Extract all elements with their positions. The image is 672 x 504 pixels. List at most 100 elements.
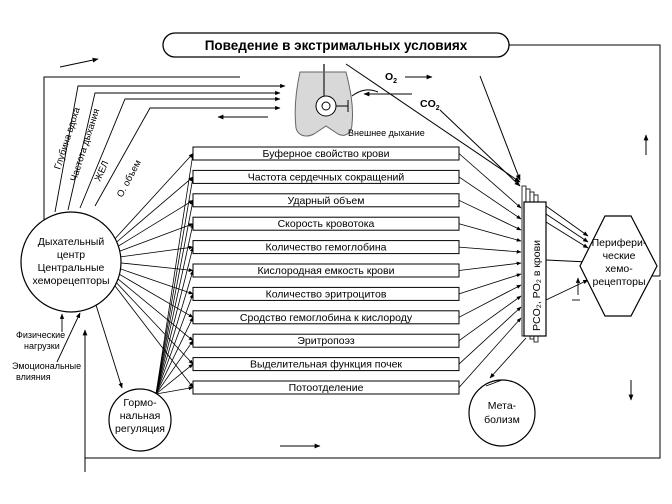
center-to-factor-line <box>111 269 194 318</box>
hormonal-to-factor-line <box>155 199 195 395</box>
center-line-3: Центральные <box>38 262 105 274</box>
factor-item: Потоотделение <box>192 380 460 395</box>
factor-item: Скорость кровотока <box>192 216 460 231</box>
factor-label: Сродство гемоглобина к кислороду <box>240 312 413 324</box>
factor-item: Частота сердечных сокращений <box>192 169 460 184</box>
hormonal-regulation: Гормо- нальная регуляция <box>108 388 172 452</box>
emotional-line-1: Эмоциональные <box>12 361 81 371</box>
factor-to-bar-line <box>458 295 522 342</box>
top-left-arrow <box>59 57 99 68</box>
center-line-1: Дыхательный <box>38 236 105 248</box>
blood-gas-label: PCO₂, PO₂ в крови <box>531 240 543 331</box>
metabolism-line-2: болизм <box>484 414 520 426</box>
emotional-line-2: влияния <box>16 372 51 382</box>
factor-to-bar-line <box>458 176 522 220</box>
title-banner: Поведение в экстримальных условиях <box>162 32 510 58</box>
hormonal-to-factor-line <box>155 153 195 395</box>
metabolism: Мета- болизм <box>468 379 536 447</box>
external-breathing-label: Внешнее дыхание <box>348 128 425 138</box>
factor-label: Скорость кровотока <box>278 218 375 230</box>
factor-item: Кислородная емкость крови <box>192 263 460 278</box>
factor-to-bar-line <box>458 306 522 365</box>
factor-item: Сродство гемоглобина к кислороду <box>192 310 460 325</box>
emotional-arrow <box>56 312 81 363</box>
hormonal-line-2: нальная <box>120 410 161 422</box>
center-to-factor-line <box>111 176 194 247</box>
hormonal-to-factor-line <box>155 316 194 395</box>
center-to-factor-line <box>111 273 194 342</box>
factor-box <box>192 146 460 161</box>
center-to-factor-line <box>111 153 194 243</box>
hormonal-line-3: регуляция <box>115 423 165 435</box>
bar-to-peripheral-lines <box>545 205 589 301</box>
factor-to-bar-line <box>458 273 522 295</box>
physical-load-line-1: Физические <box>16 330 65 340</box>
co2-label: CO2 <box>420 98 440 112</box>
factor-to-bar-line <box>458 284 522 318</box>
param-vital-capacity: ЖЕЛ <box>93 159 112 183</box>
factor-item: Ударный объем <box>192 193 460 208</box>
factor-to-bar-line <box>458 199 522 231</box>
breathing-param-lines <box>54 83 286 213</box>
center-to-factor-line <box>111 281 194 388</box>
center-to-factor-line <box>111 223 194 255</box>
factor-box <box>192 240 460 255</box>
o2-label: O2 <box>385 71 397 85</box>
factor-to-blood-lines <box>458 153 522 388</box>
factor-to-bar-line <box>458 317 522 388</box>
title-text: Поведение в экстримальных условиях <box>205 38 468 53</box>
factor-box <box>192 169 460 184</box>
hormonal-to-factor-line <box>155 270 194 395</box>
hormonal-line-1: Гормо- <box>123 397 157 409</box>
metabolism-line-1: Мета- <box>488 400 517 412</box>
factor-box <box>192 357 460 372</box>
fan-lines <box>111 153 195 395</box>
factor-box <box>192 193 460 208</box>
hormonal-to-factor-line <box>155 386 194 395</box>
peripheral-line-2: ческие <box>603 250 636 262</box>
center-to-factor-line <box>111 261 194 272</box>
factor-box <box>192 333 460 348</box>
factor-label: Количество гемоглобина <box>265 242 386 254</box>
physical-load-line-2: нагрузки <box>24 341 60 351</box>
factor-label: Частота сердечных сокращений <box>248 171 405 183</box>
hormonal-to-factor-line <box>155 363 194 395</box>
factor-to-bar-line <box>458 246 522 254</box>
factor-box <box>192 380 460 395</box>
peripheral-line-1: Перифери- <box>592 237 647 249</box>
metabolism-link <box>485 379 503 387</box>
blood-gas-bar: PCO₂, PO₂ в крови <box>521 185 547 343</box>
factor-box <box>192 286 460 301</box>
factor-label: Потоотделение <box>289 382 364 394</box>
factor-item: Количество гемоглобина <box>192 240 460 255</box>
factor-label: Выделительная функция почек <box>250 359 402 371</box>
factor-item: Количество эритроцитов <box>192 286 460 301</box>
factor-box <box>192 263 460 278</box>
hormonal-to-factor-line <box>155 246 194 395</box>
peripheral-line-3: хемо- <box>605 263 633 275</box>
lung-icon <box>294 64 379 137</box>
factor-to-bar-line <box>458 223 522 242</box>
factor-label: Ударный объем <box>288 195 365 207</box>
center-to-factor-line <box>111 265 194 295</box>
factor-item: Буферное свойство крови <box>192 146 460 161</box>
param-tidal-volume: О. объем <box>115 158 144 199</box>
bar-to-metabolism-arrow <box>489 337 527 379</box>
factor-box <box>192 216 460 231</box>
factor-label: Количество эритроцитов <box>266 288 387 300</box>
factor-to-bar-line <box>458 153 522 209</box>
center-to-factor-line <box>111 277 194 365</box>
respiratory-center: Дыхательный центр Центральные хеморецепт… <box>20 211 122 313</box>
center-to-factor-line <box>111 245 194 259</box>
factor-box <box>192 310 460 325</box>
factor-item: Эритропоэз <box>192 333 460 348</box>
center-line-4: хеморецепторы <box>32 275 109 287</box>
factor-to-bar-line <box>458 261 522 271</box>
center-to-factor-line <box>111 199 194 251</box>
factor-label: Буферное свойство крови <box>263 148 390 160</box>
peripheral-chemoreceptors: Перифери- ческие хемо- рецепторы <box>579 215 658 317</box>
hormonal-to-factor-line <box>155 176 195 395</box>
center-line-2: центр <box>57 249 85 261</box>
